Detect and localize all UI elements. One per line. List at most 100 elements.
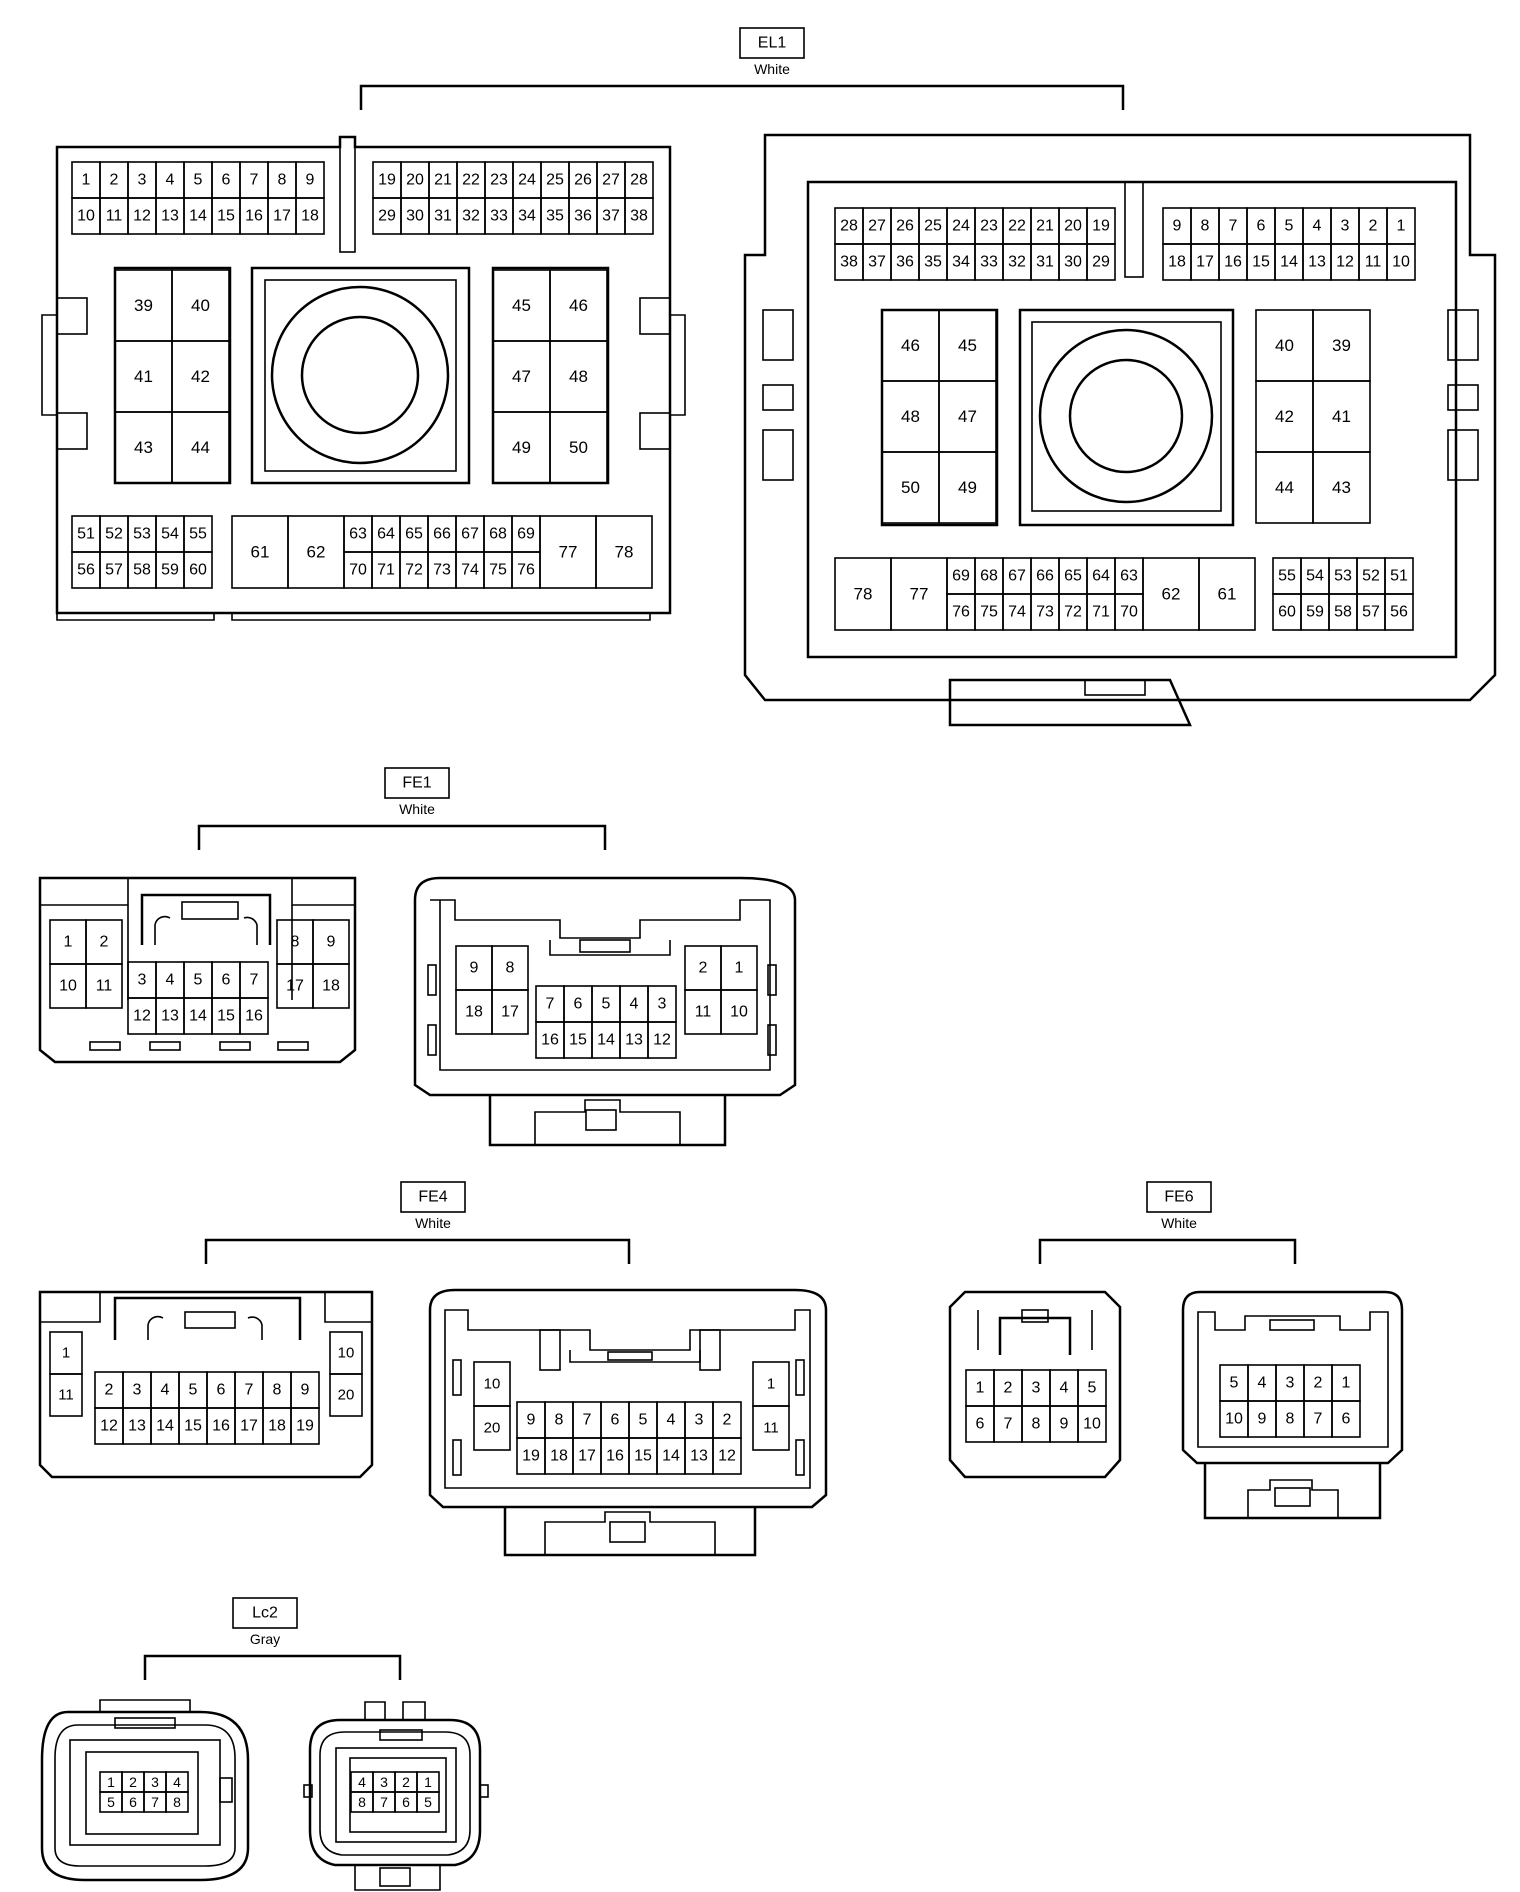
pin-number: 16 — [1224, 254, 1242, 271]
pin-number: 62 — [1162, 585, 1181, 604]
pin-number: 75 — [980, 604, 998, 621]
inner-frame — [85, 1751, 199, 1835]
pin-number: 60 — [189, 562, 207, 579]
pin-number: 12 — [718, 1448, 736, 1465]
pin-number: 14 — [1280, 254, 1298, 271]
pin-number: 18 — [1168, 254, 1186, 271]
pin-number: 78 — [615, 543, 634, 562]
pin-number: 1 — [1397, 218, 1406, 235]
pin-number: 50 — [569, 438, 588, 457]
pin-number: 24 — [952, 218, 970, 235]
pin-number: 6 — [129, 1794, 137, 1810]
latch — [998, 1316, 1072, 1355]
bracket-line — [143, 1654, 402, 1680]
side-latch — [41, 314, 57, 416]
lt — [291, 878, 355, 906]
pin-number: 64 — [377, 526, 395, 543]
pin-number: 38 — [840, 254, 858, 271]
pin-number: 46 — [901, 336, 920, 355]
pin-number: 11 — [1365, 254, 1382, 271]
pin-number: 36 — [896, 254, 914, 271]
pin-number: 77 — [559, 543, 578, 562]
pin-number: 1 — [735, 960, 744, 977]
pin-number: 7 — [1229, 218, 1238, 235]
pin-number: 35 — [924, 254, 942, 271]
pin-number: 50 — [901, 478, 920, 497]
pin-number: 20 — [1064, 218, 1082, 235]
bottom-latch — [609, 1521, 646, 1543]
pin-number: 72 — [1064, 604, 1082, 621]
pin-number: 64 — [1092, 568, 1110, 585]
pin-number: 4 — [1313, 218, 1322, 235]
pin-number: 6 — [976, 1416, 985, 1433]
pin-number: 76 — [517, 562, 535, 579]
side-latch — [795, 1359, 805, 1396]
pin-number: 17 — [501, 1004, 519, 1021]
pin-number: 8 — [506, 960, 515, 977]
latch — [113, 1296, 302, 1340]
inner-frame — [549, 940, 671, 956]
housing-outline — [413, 876, 797, 1097]
pin-number: 8 — [555, 1412, 564, 1429]
pin-number: 7 — [380, 1794, 388, 1810]
pin-number: 29 — [1092, 254, 1110, 271]
pin-number: 36 — [574, 208, 592, 225]
pin-number: 8 — [358, 1794, 366, 1810]
pin-number: 15 — [1252, 254, 1270, 271]
side-latch — [452, 1359, 462, 1396]
pin-cell — [712, 1437, 742, 1475]
side-latch — [1447, 384, 1479, 411]
pin-cell — [1312, 451, 1371, 524]
pin-number: 1 — [62, 1345, 70, 1362]
pin-number: 3 — [1341, 218, 1350, 235]
pin-number: 26 — [896, 218, 914, 235]
pin-cell — [1331, 1400, 1361, 1438]
pin-number: 18 — [550, 1448, 568, 1465]
pin-number: 55 — [1278, 568, 1296, 585]
pin-number: 51 — [1390, 568, 1408, 585]
pin-number: 19 — [522, 1448, 540, 1465]
pin-number: 73 — [433, 562, 451, 579]
bracket-line — [197, 824, 607, 850]
pin-number: 74 — [1008, 604, 1026, 621]
housing-outline — [40, 1710, 250, 1882]
pin-number: 31 — [1036, 254, 1054, 271]
pin-number: 12 — [653, 1032, 671, 1049]
pin-number: 4 — [1060, 1380, 1069, 1397]
pin-number: 2 — [129, 1774, 137, 1790]
connector-color: White — [399, 801, 435, 817]
pin-number: 29 — [378, 208, 396, 225]
pin-number: 10 — [484, 1376, 501, 1393]
pin-number: 68 — [980, 568, 998, 585]
pin-cell — [938, 451, 997, 524]
pin-number: 57 — [105, 562, 123, 579]
pin-number: 5 — [602, 996, 611, 1013]
pin-number: 30 — [1064, 254, 1082, 271]
side-latch — [767, 1024, 777, 1056]
pin-number: 67 — [1008, 568, 1026, 585]
pin-number: 47 — [512, 367, 531, 386]
pin-cell — [312, 963, 350, 1009]
bottom-latch — [488, 1095, 727, 1147]
pin-number: 72 — [405, 562, 423, 579]
pin-cell — [416, 1791, 440, 1813]
housing-rib — [1124, 181, 1144, 278]
lock-frame — [1018, 308, 1235, 527]
pin-number: 4 — [358, 1774, 366, 1790]
pin-number: 61 — [251, 543, 270, 562]
connector-code: FE6 — [1164, 1189, 1193, 1206]
pin-number: 4 — [667, 1412, 676, 1429]
base-tab — [231, 613, 651, 621]
pin-number: 16 — [606, 1448, 624, 1465]
pin-number: 5 — [424, 1794, 432, 1810]
bottom-latch — [544, 1511, 716, 1555]
connector-code: Lc2 — [252, 1605, 278, 1622]
lt — [40, 1292, 372, 1323]
inner-frame — [335, 1747, 457, 1843]
pin-number: 11 — [763, 1420, 779, 1437]
pin-number: 17 — [240, 1418, 258, 1435]
side-latch — [479, 1784, 489, 1798]
pin-number: 9 — [327, 934, 336, 951]
